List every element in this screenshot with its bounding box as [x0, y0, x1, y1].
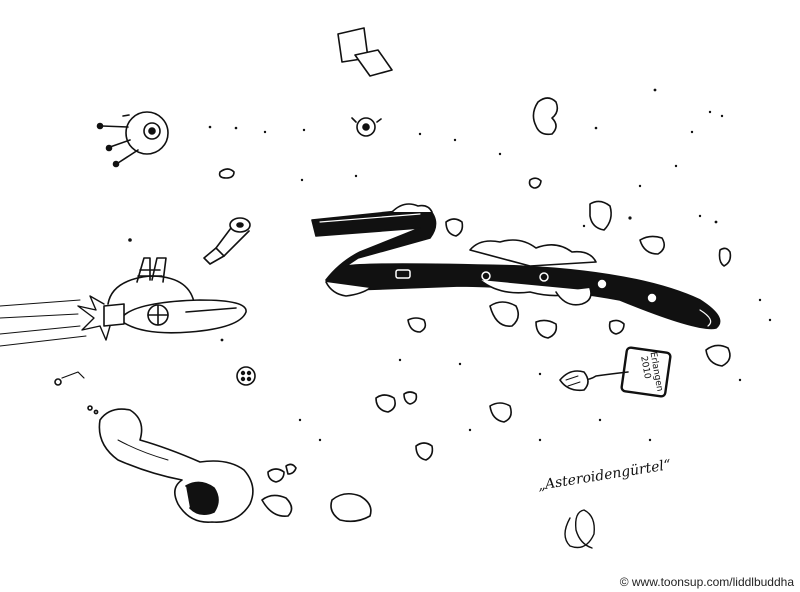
signature-scribble: [564, 509, 595, 549]
small-eye-bot: [351, 117, 382, 137]
rocket-saucer: [0, 257, 247, 386]
scattered-asteroids: [218, 97, 732, 523]
round-robot: [96, 111, 169, 168]
button-disc: [236, 366, 256, 386]
copyright-link[interactable]: © www.toonsup.com/liddlbuddha: [619, 575, 794, 589]
star-dots: [128, 88, 772, 442]
worm-asteroid: [87, 405, 254, 523]
tablet-sign: [559, 346, 672, 398]
paper-sheets: [337, 27, 393, 77]
toilet-paper-roll: [203, 217, 251, 265]
rock-cluster-belt: [325, 203, 597, 306]
